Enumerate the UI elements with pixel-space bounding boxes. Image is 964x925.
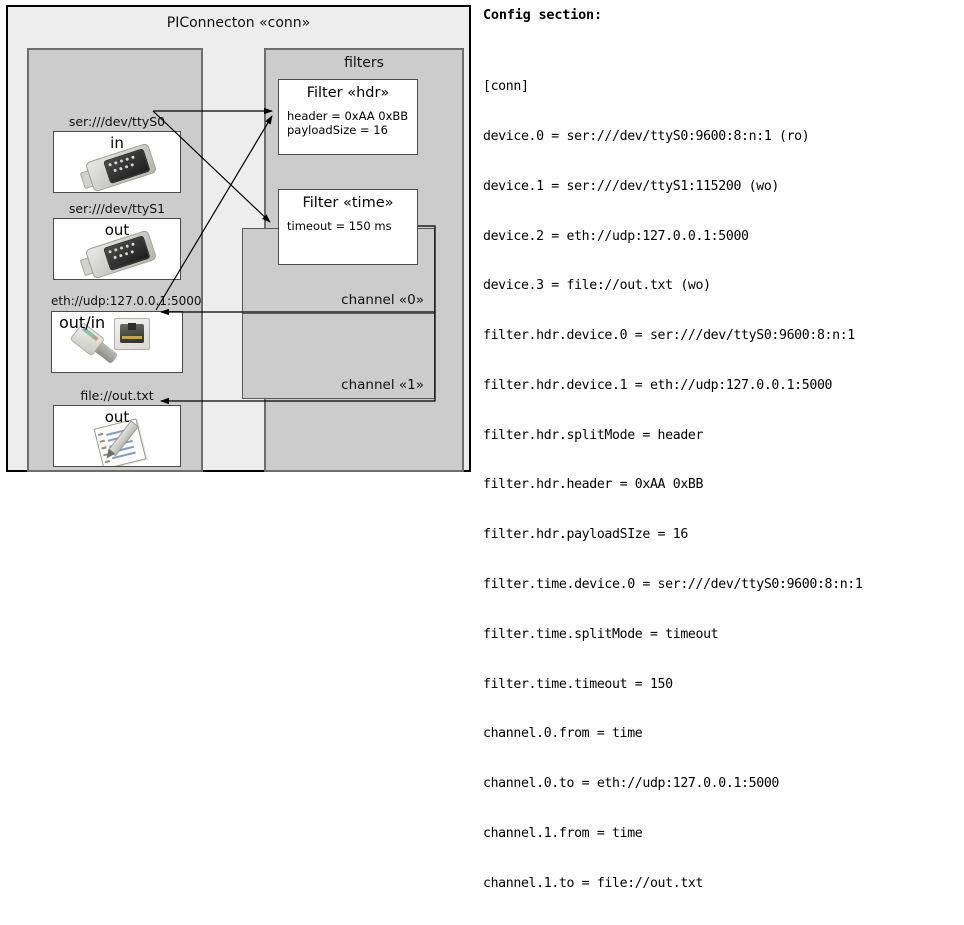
device-caption: file://out.txt bbox=[80, 388, 154, 403]
config-line: filter.hdr.device.1 = eth://udp:127.0.0.… bbox=[483, 377, 833, 393]
config-line: filter.time.splitMode = timeout bbox=[483, 626, 719, 642]
arrow-ttyS0-to-time bbox=[152, 110, 271, 223]
arrow-channel0-to-eth bbox=[160, 225, 436, 316]
device-direction-label: out bbox=[104, 221, 130, 239]
config-line: [conn] bbox=[483, 79, 529, 95]
arrow-channel1-to-file bbox=[160, 312, 436, 405]
config-line: device.3 = file://out.txt (wo) bbox=[483, 278, 711, 294]
device-ser-ttyS0[interactable]: ser:///dev/ttyS0 in bbox=[53, 114, 181, 193]
config-line: filter.hdr.splitMode = header bbox=[483, 427, 704, 443]
device-direction-label: out bbox=[104, 408, 130, 426]
device-caption: ser:///dev/ttyS0 bbox=[68, 114, 166, 129]
device-direction-label: in bbox=[110, 134, 124, 152]
diagram-title: PIConnecton «conn» bbox=[166, 15, 311, 31]
config-section: Config section: [conn] device.0 = ser://… bbox=[483, 0, 964, 891]
config-line: filter.time.device.0 = ser:///dev/ttyS0:… bbox=[483, 577, 863, 592]
device-box[interactable]: out bbox=[53, 218, 181, 280]
device-ser-ttyS1[interactable]: ser:///dev/ttyS1 out bbox=[53, 201, 181, 280]
filter-time-attrs: timeout = 150 ms bbox=[279, 219, 417, 233]
filter-attr: timeout = 150 ms bbox=[287, 219, 392, 233]
device-file-out[interactable]: file://out.txt out bbox=[53, 388, 181, 467]
config-line: channel.1.from = time bbox=[483, 825, 643, 841]
filter-attr: payloadSize = 16 bbox=[287, 123, 388, 137]
config-line: channel.1.to = file://out.txt bbox=[483, 875, 704, 891]
config-line: filter.hdr.payloadSIze = 16 bbox=[483, 527, 688, 543]
connection-diagram: PIConnecton «conn» ser:///dev/ttyS0 in bbox=[0, 0, 480, 484]
filter-time-title: Filter «time» bbox=[302, 195, 394, 211]
device-direction-label: out/in bbox=[59, 313, 106, 332]
filter-hdr-box[interactable]: Filter «hdr» header = 0xAA 0xBB payloadS… bbox=[278, 79, 418, 155]
config-line: device.2 = eth://udp:127.0.0.1:5000 bbox=[483, 228, 749, 244]
config-line: device.1 = ser:///dev/ttyS1:115200 (wo) bbox=[483, 178, 779, 194]
device-box[interactable]: out bbox=[53, 405, 181, 467]
config-lines: [conn] device.0 = ser:///dev/ttyS0:9600:… bbox=[483, 46, 863, 925]
ethernet-jack-icon bbox=[52, 312, 182, 372]
device-box[interactable]: in bbox=[53, 131, 181, 193]
filter-time-box[interactable]: Filter «time» timeout = 150 ms bbox=[278, 189, 418, 265]
device-caption: ser:///dev/ttyS1 bbox=[68, 201, 166, 216]
device-eth-udp[interactable]: eth://udp:127.0.0.1:5000 out/in bbox=[51, 294, 202, 373]
device-box[interactable]: out/in bbox=[51, 311, 183, 373]
config-line: filter.hdr.device.0 = ser:///dev/ttyS0:9… bbox=[483, 328, 855, 344]
filter-hdr-attrs: header = 0xAA 0xBB payloadSize = 16 bbox=[279, 109, 417, 137]
config-line: device.0 = ser:///dev/ttyS0:9600:8:n:1 (… bbox=[483, 128, 810, 144]
channel-1-label: channel «1» bbox=[341, 377, 424, 393]
filters-panel-title: filters bbox=[344, 55, 384, 71]
channel-1-box[interactable]: channel «1» bbox=[242, 313, 435, 399]
config-line: channel.0.from = time bbox=[483, 726, 643, 742]
filter-hdr-title: Filter «hdr» bbox=[306, 85, 390, 101]
config-line: channel.0.to = eth://udp:127.0.0.1:5000 bbox=[483, 776, 779, 792]
config-line: filter.time.timeout = 150 bbox=[483, 676, 673, 692]
filter-attr: header = 0xAA 0xBB bbox=[287, 109, 409, 123]
connector-arrows bbox=[152, 107, 436, 405]
config-heading: Config section: bbox=[483, 7, 602, 23]
channel-0-label: channel «0» bbox=[341, 292, 424, 308]
arrow-eth-to-hdr bbox=[155, 115, 273, 311]
config-line: filter.hdr.header = 0xAA 0xBB bbox=[483, 477, 704, 493]
